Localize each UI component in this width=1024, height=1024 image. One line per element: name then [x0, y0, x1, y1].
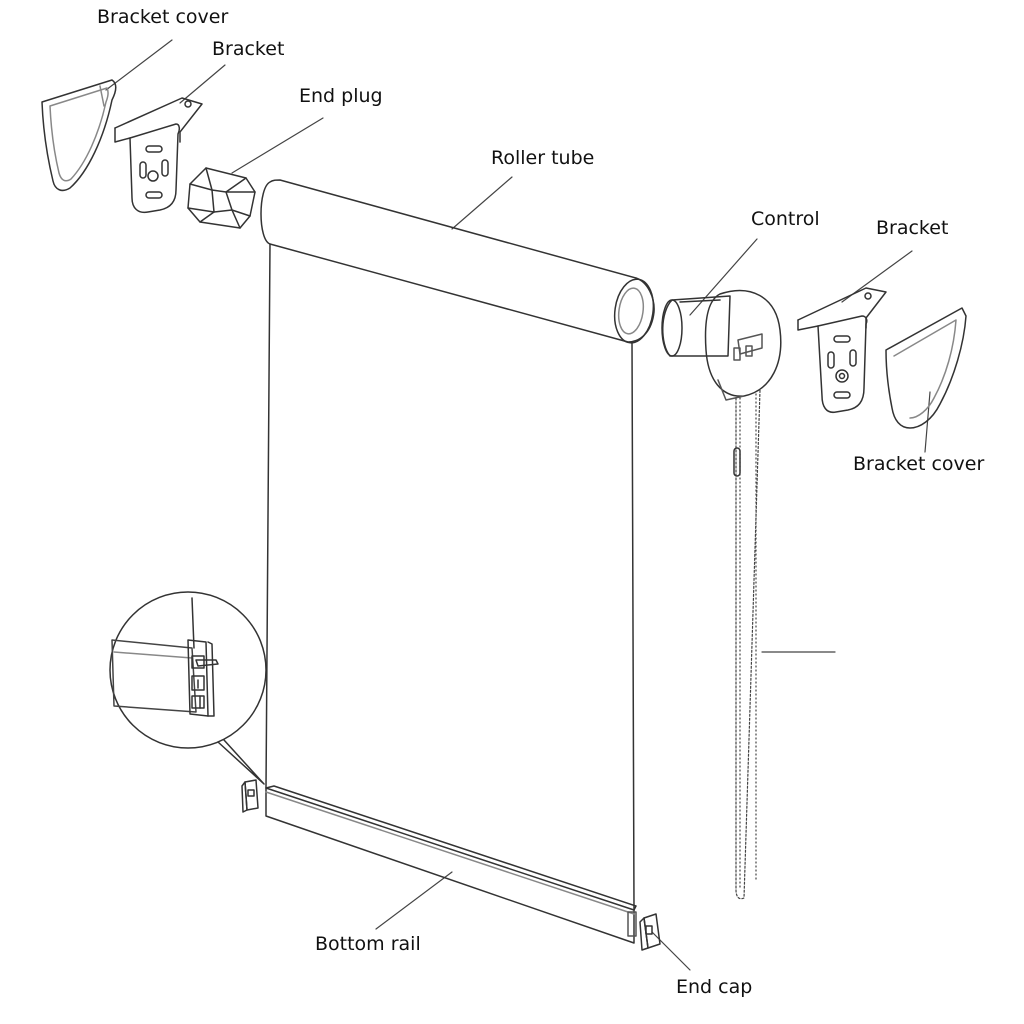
end-cap-left-part: [241, 779, 259, 813]
bracket-right-part: [797, 287, 887, 414]
label-bracket-cover-right: Bracket cover: [853, 453, 985, 475]
leader-roller-tube: [451, 176, 513, 230]
leader-bracket-cover-left: [105, 39, 173, 91]
bracket-cover-left-part: [41, 79, 117, 192]
chain-connector: [733, 447, 741, 477]
bead-chain: [735, 389, 761, 900]
label-end-plug: End plug: [299, 85, 383, 107]
label-roller-tube: Roller tube: [491, 147, 595, 169]
leader-end-plug: [231, 117, 324, 174]
leader-end-cap: [651, 931, 691, 971]
leader-bottom-rail: [375, 871, 453, 930]
bottom-rail-detail-zoom: [109, 591, 267, 785]
label-bracket-right: Bracket: [876, 217, 949, 239]
control-part: [661, 289, 782, 401]
label-end-cap: End cap: [676, 976, 753, 998]
bracket-cover-right-part: [885, 307, 967, 429]
fabric-panel: [265, 243, 635, 911]
bottom-rail-part: [265, 785, 637, 944]
label-bottom-rail: Bottom rail: [315, 933, 421, 955]
leader-bracket-cover-right: [924, 391, 931, 453]
end-cap-part: [639, 913, 661, 951]
roller-tube-part: [260, 179, 655, 344]
leader-bracket-left: [179, 64, 226, 104]
label-bracket-cover-left: Bracket cover: [97, 6, 229, 28]
label-control: Control: [751, 208, 820, 230]
label-bracket-left: Bracket: [212, 38, 285, 60]
leader-control: [689, 238, 758, 316]
end-plug-part: [187, 167, 256, 229]
bracket-left-part: [114, 97, 203, 214]
leader-lines: [105, 39, 931, 971]
